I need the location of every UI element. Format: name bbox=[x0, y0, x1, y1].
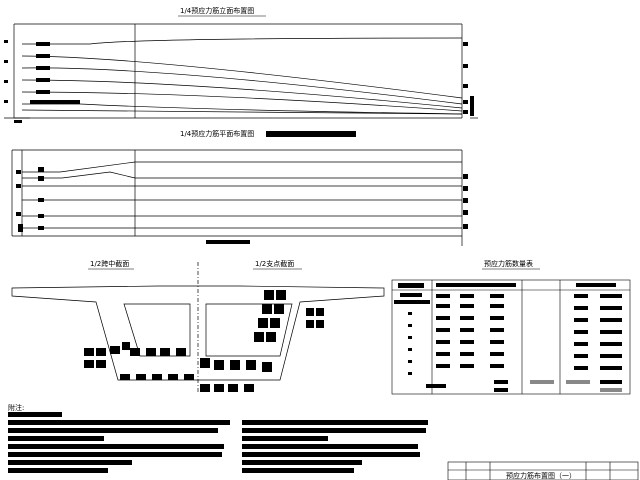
notes: 附注: bbox=[8, 403, 428, 473]
title-block: 预应力筋布置图（一） bbox=[447, 461, 639, 480]
tendon-table: 预应力筋数量表 bbox=[391, 259, 631, 395]
elevation-title: 1/4预应力筋立面布置图 bbox=[180, 6, 254, 15]
midspan-title: 1/2跨中截面 bbox=[90, 259, 129, 268]
table-title: 预应力筋数量表 bbox=[484, 259, 533, 268]
plan-view: 1/4预应力筋平面布置图 bbox=[11, 129, 468, 246]
notes-heading: 附注: bbox=[8, 403, 24, 412]
plan-title: 1/4预应力筋平面布置图 bbox=[180, 129, 254, 138]
elevation-view: 1/4预应力筋立面布置图 bbox=[4, 6, 478, 123]
cross-section: 1/2跨中截面 1/2支点截面 bbox=[11, 259, 385, 392]
support-title: 1/2支点截面 bbox=[255, 259, 294, 268]
drawing-name: 预应力筋布置图（一） bbox=[506, 471, 576, 480]
